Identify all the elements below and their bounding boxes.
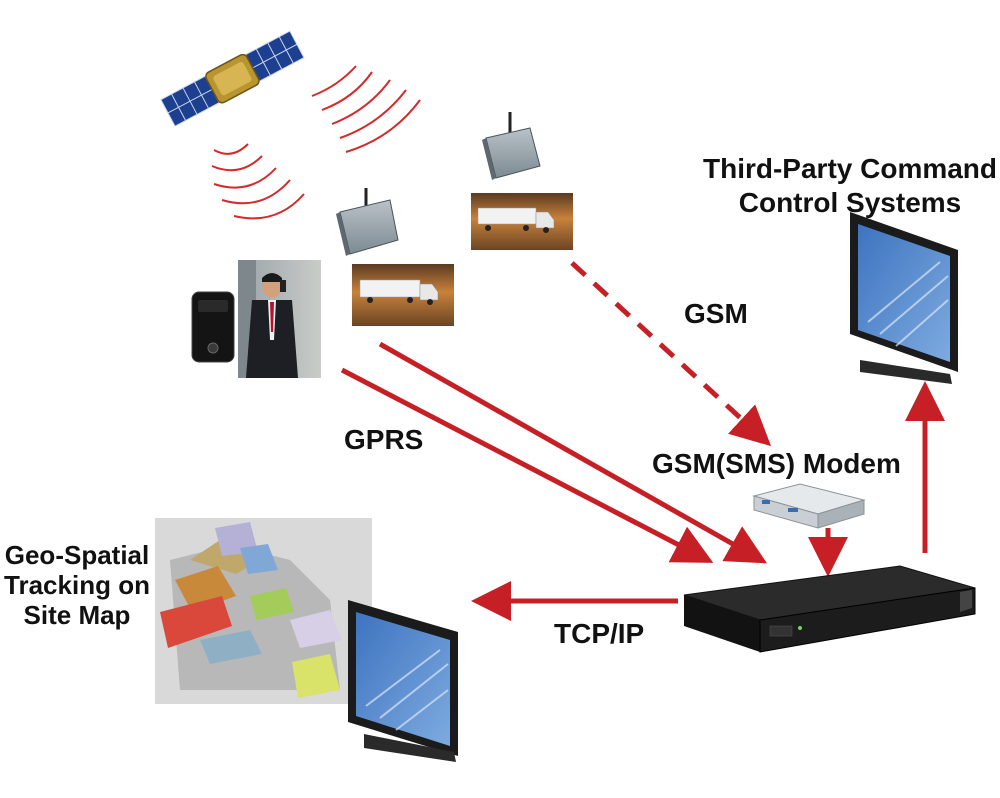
rack-server-icon xyxy=(683,565,976,653)
tcp-ip-label: TCP/IP xyxy=(554,618,645,649)
gprs-link-arrow xyxy=(378,341,768,564)
geo-spatial-tracking-label-line2: Tracking on xyxy=(4,570,150,600)
site-map-image xyxy=(155,518,372,704)
gsm-sms-modem-label: GSM(SMS) Modem xyxy=(652,448,901,479)
third-party-systems-label-line1: Third-Party Command xyxy=(702,153,998,184)
satellite-icon xyxy=(160,30,305,127)
gprs-link-arrow xyxy=(340,367,714,563)
gsm-link-arrow xyxy=(570,261,772,447)
gsm-label: GSM xyxy=(684,298,748,329)
wireless-modem-icon xyxy=(482,112,541,180)
gps-tracker-icon xyxy=(191,291,235,363)
sms-modem-icon xyxy=(752,483,866,529)
monitor-icon xyxy=(348,600,458,762)
truck-photo xyxy=(352,264,454,326)
third-party-systems-label-line2: Control Systems xyxy=(738,187,962,218)
monitor-icon xyxy=(850,212,958,384)
geo-spatial-tracking-label-line1: Geo-Spatial xyxy=(4,540,150,570)
geo-spatial-tracking-label-line3: Site Map xyxy=(23,600,131,630)
satellite-signal-right xyxy=(311,65,421,153)
gprs-label: GPRS xyxy=(344,424,424,455)
satellite-signal-down xyxy=(211,143,305,220)
truck-photo xyxy=(471,193,573,250)
wireless-modem-icon xyxy=(336,188,399,256)
person-with-phone-photo xyxy=(238,260,321,378)
geo-spatial-tracking-label: Geo-Spatial Tracking on Site Map xyxy=(2,540,152,630)
third-party-systems-label: Third-Party Command Control Systems xyxy=(700,152,1000,220)
